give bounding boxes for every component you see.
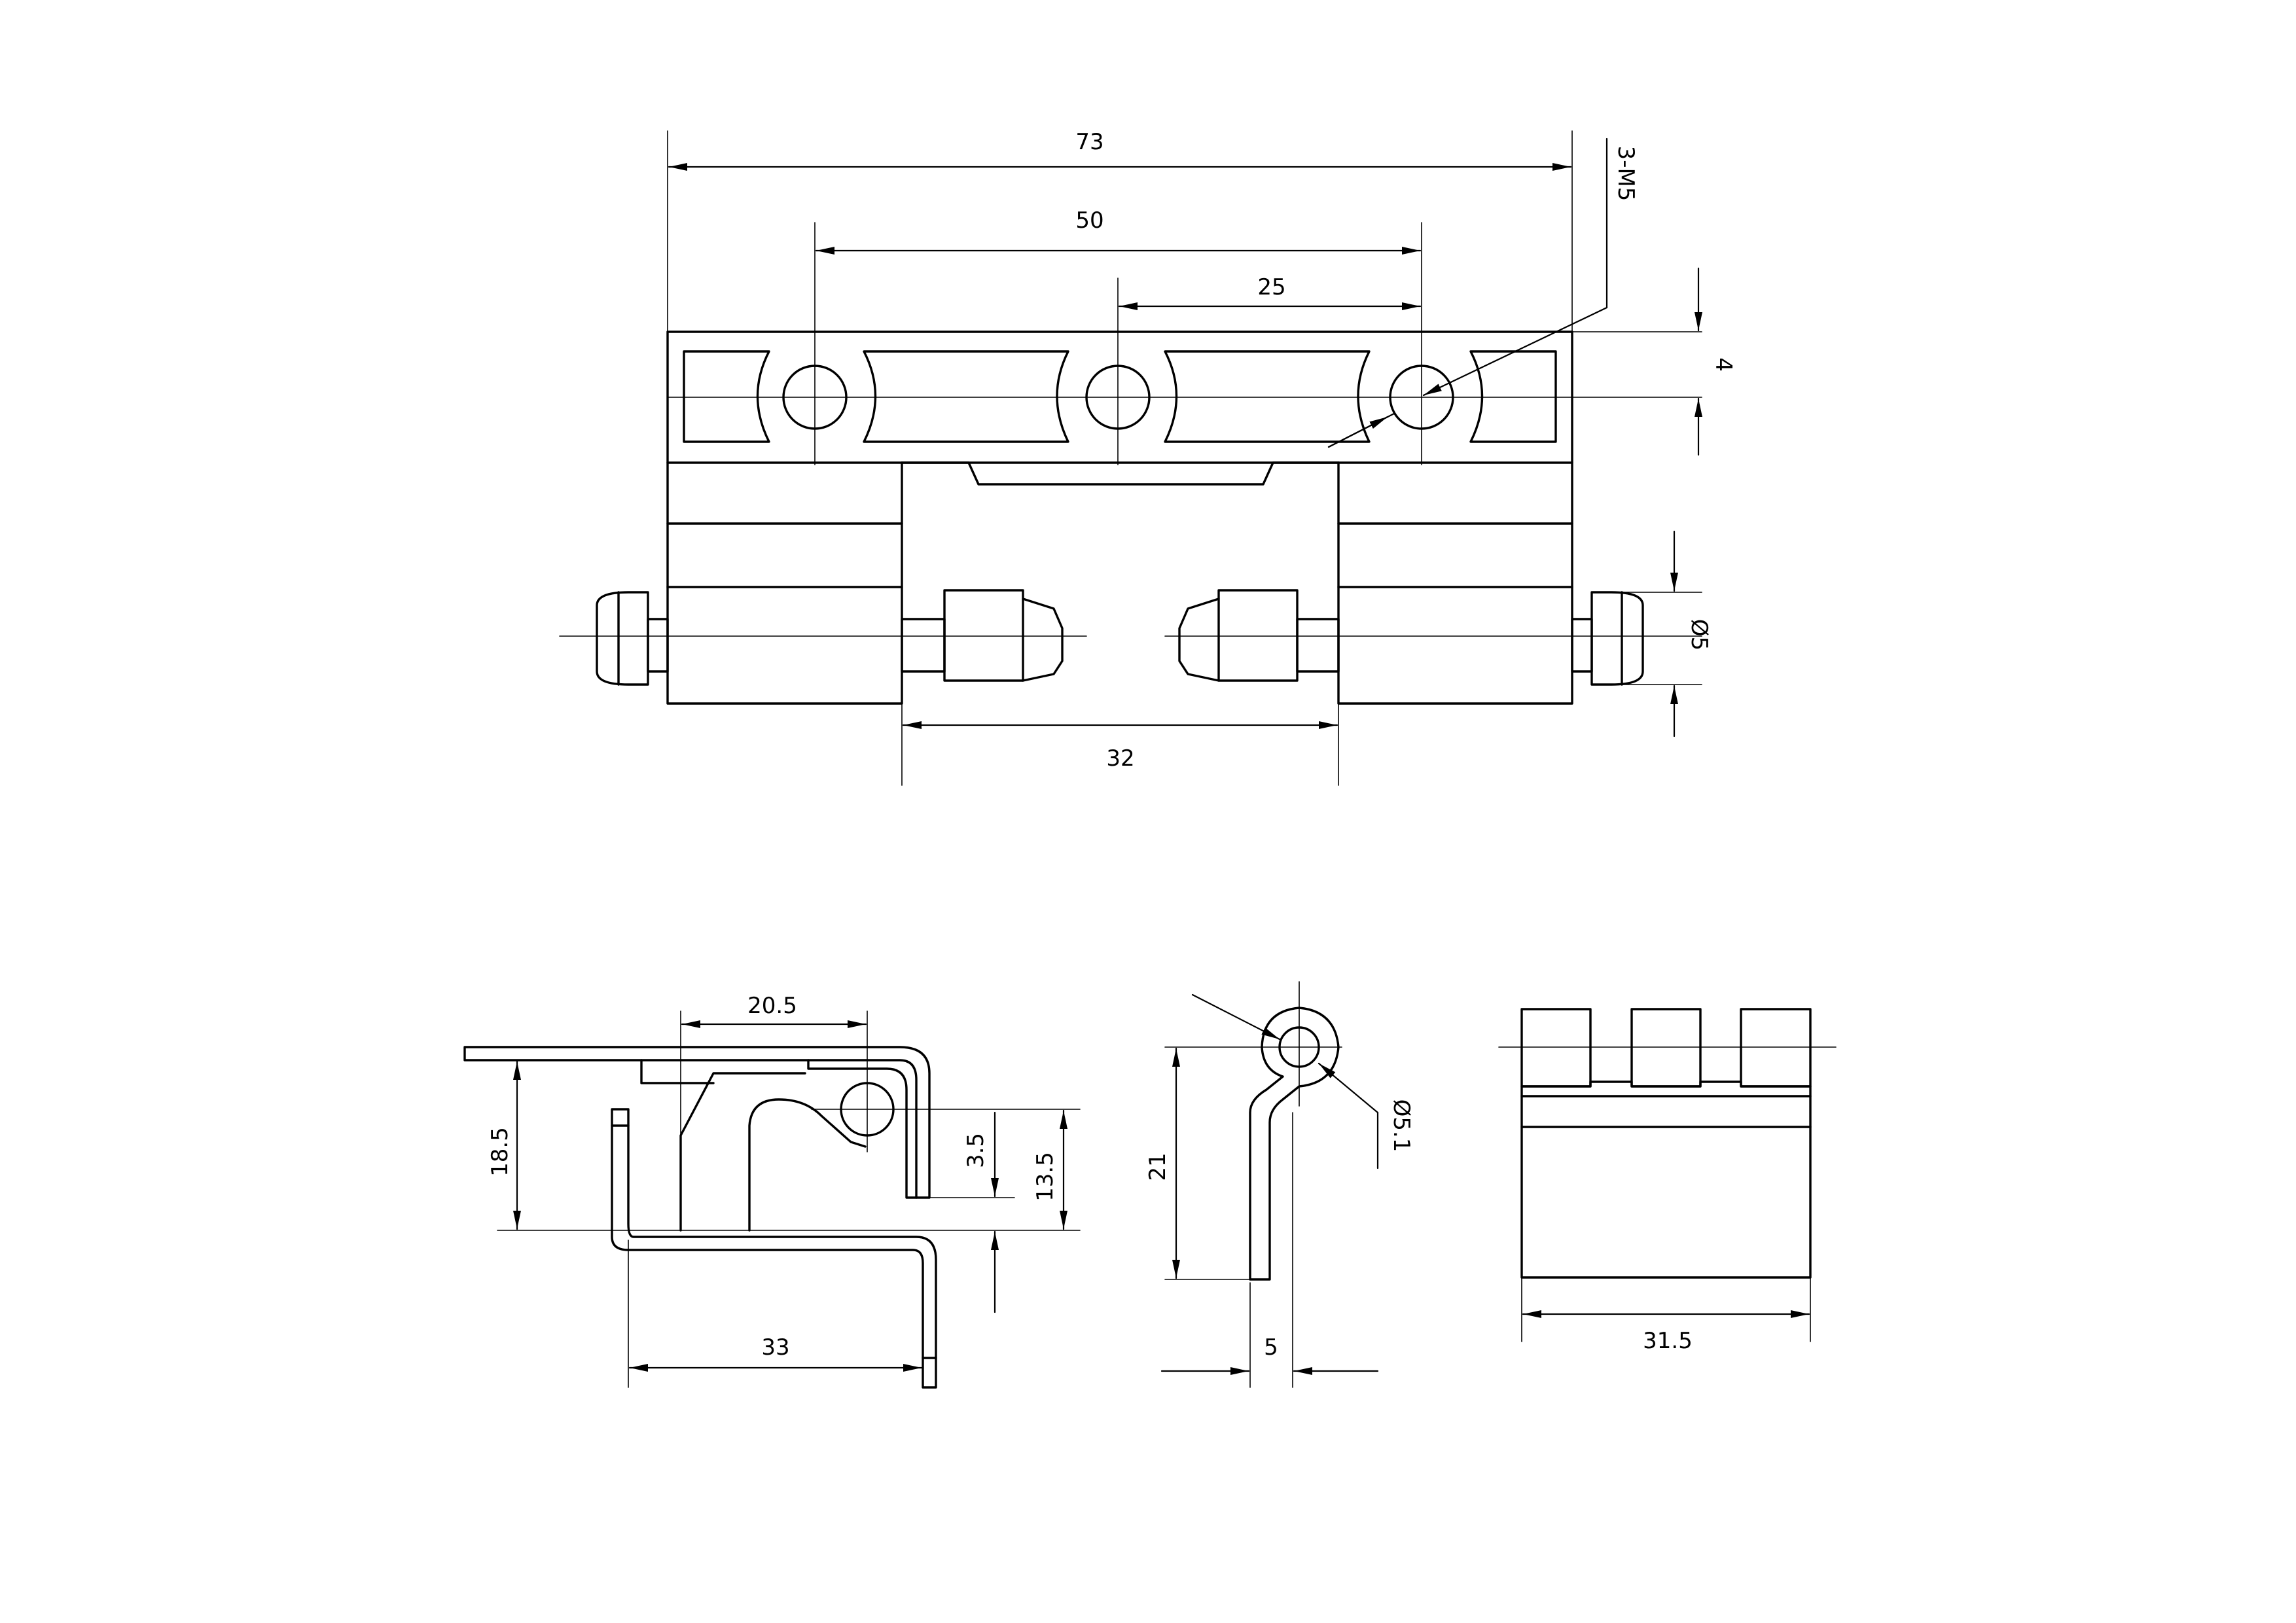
dim-leg-height: 21	[1145, 1152, 1171, 1181]
dim-base-length: 33	[761, 1334, 789, 1361]
dim-pivot-offset: 20.5	[747, 993, 797, 1019]
hinge-body	[1520, 1080, 1812, 1279]
side-view: 20.5 18.5 3.5 13.5 33	[463, 993, 1081, 1389]
dim-outer-hole-spacing: 50	[1075, 207, 1103, 234]
dim-pivot-height: 13.5	[1032, 1152, 1058, 1202]
hinge-knuckles	[666, 461, 1573, 705]
front-view: 31.5	[1498, 1008, 1837, 1354]
hinge-pins	[596, 589, 1644, 686]
thread-callout: 3-M5	[1613, 146, 1639, 202]
dim-pin-diameter: Ø5	[1686, 619, 1712, 651]
top-view: 73 50 25 3-M5 4 Ø5 32	[559, 129, 1736, 786]
dim-width: 31.5	[1643, 1328, 1693, 1354]
dim-hole-edge-offset: 4	[1710, 357, 1736, 372]
dim-eye-diameter: Ø5.1	[1388, 1099, 1414, 1152]
dim-thickness: 5	[1264, 1334, 1278, 1361]
dim-small-step: 3.5	[963, 1133, 989, 1168]
hinge-eye-profile	[1249, 1007, 1340, 1281]
lower-leaf	[611, 1108, 937, 1389]
dim-height: 18.5	[487, 1127, 513, 1177]
dim-overall-length: 73	[1075, 129, 1103, 155]
end-view: Ø5.1 21 5	[1145, 981, 1414, 1388]
dim-knuckle-gap: 32	[1106, 745, 1134, 772]
dim-hole-pitch: 25	[1257, 274, 1285, 300]
